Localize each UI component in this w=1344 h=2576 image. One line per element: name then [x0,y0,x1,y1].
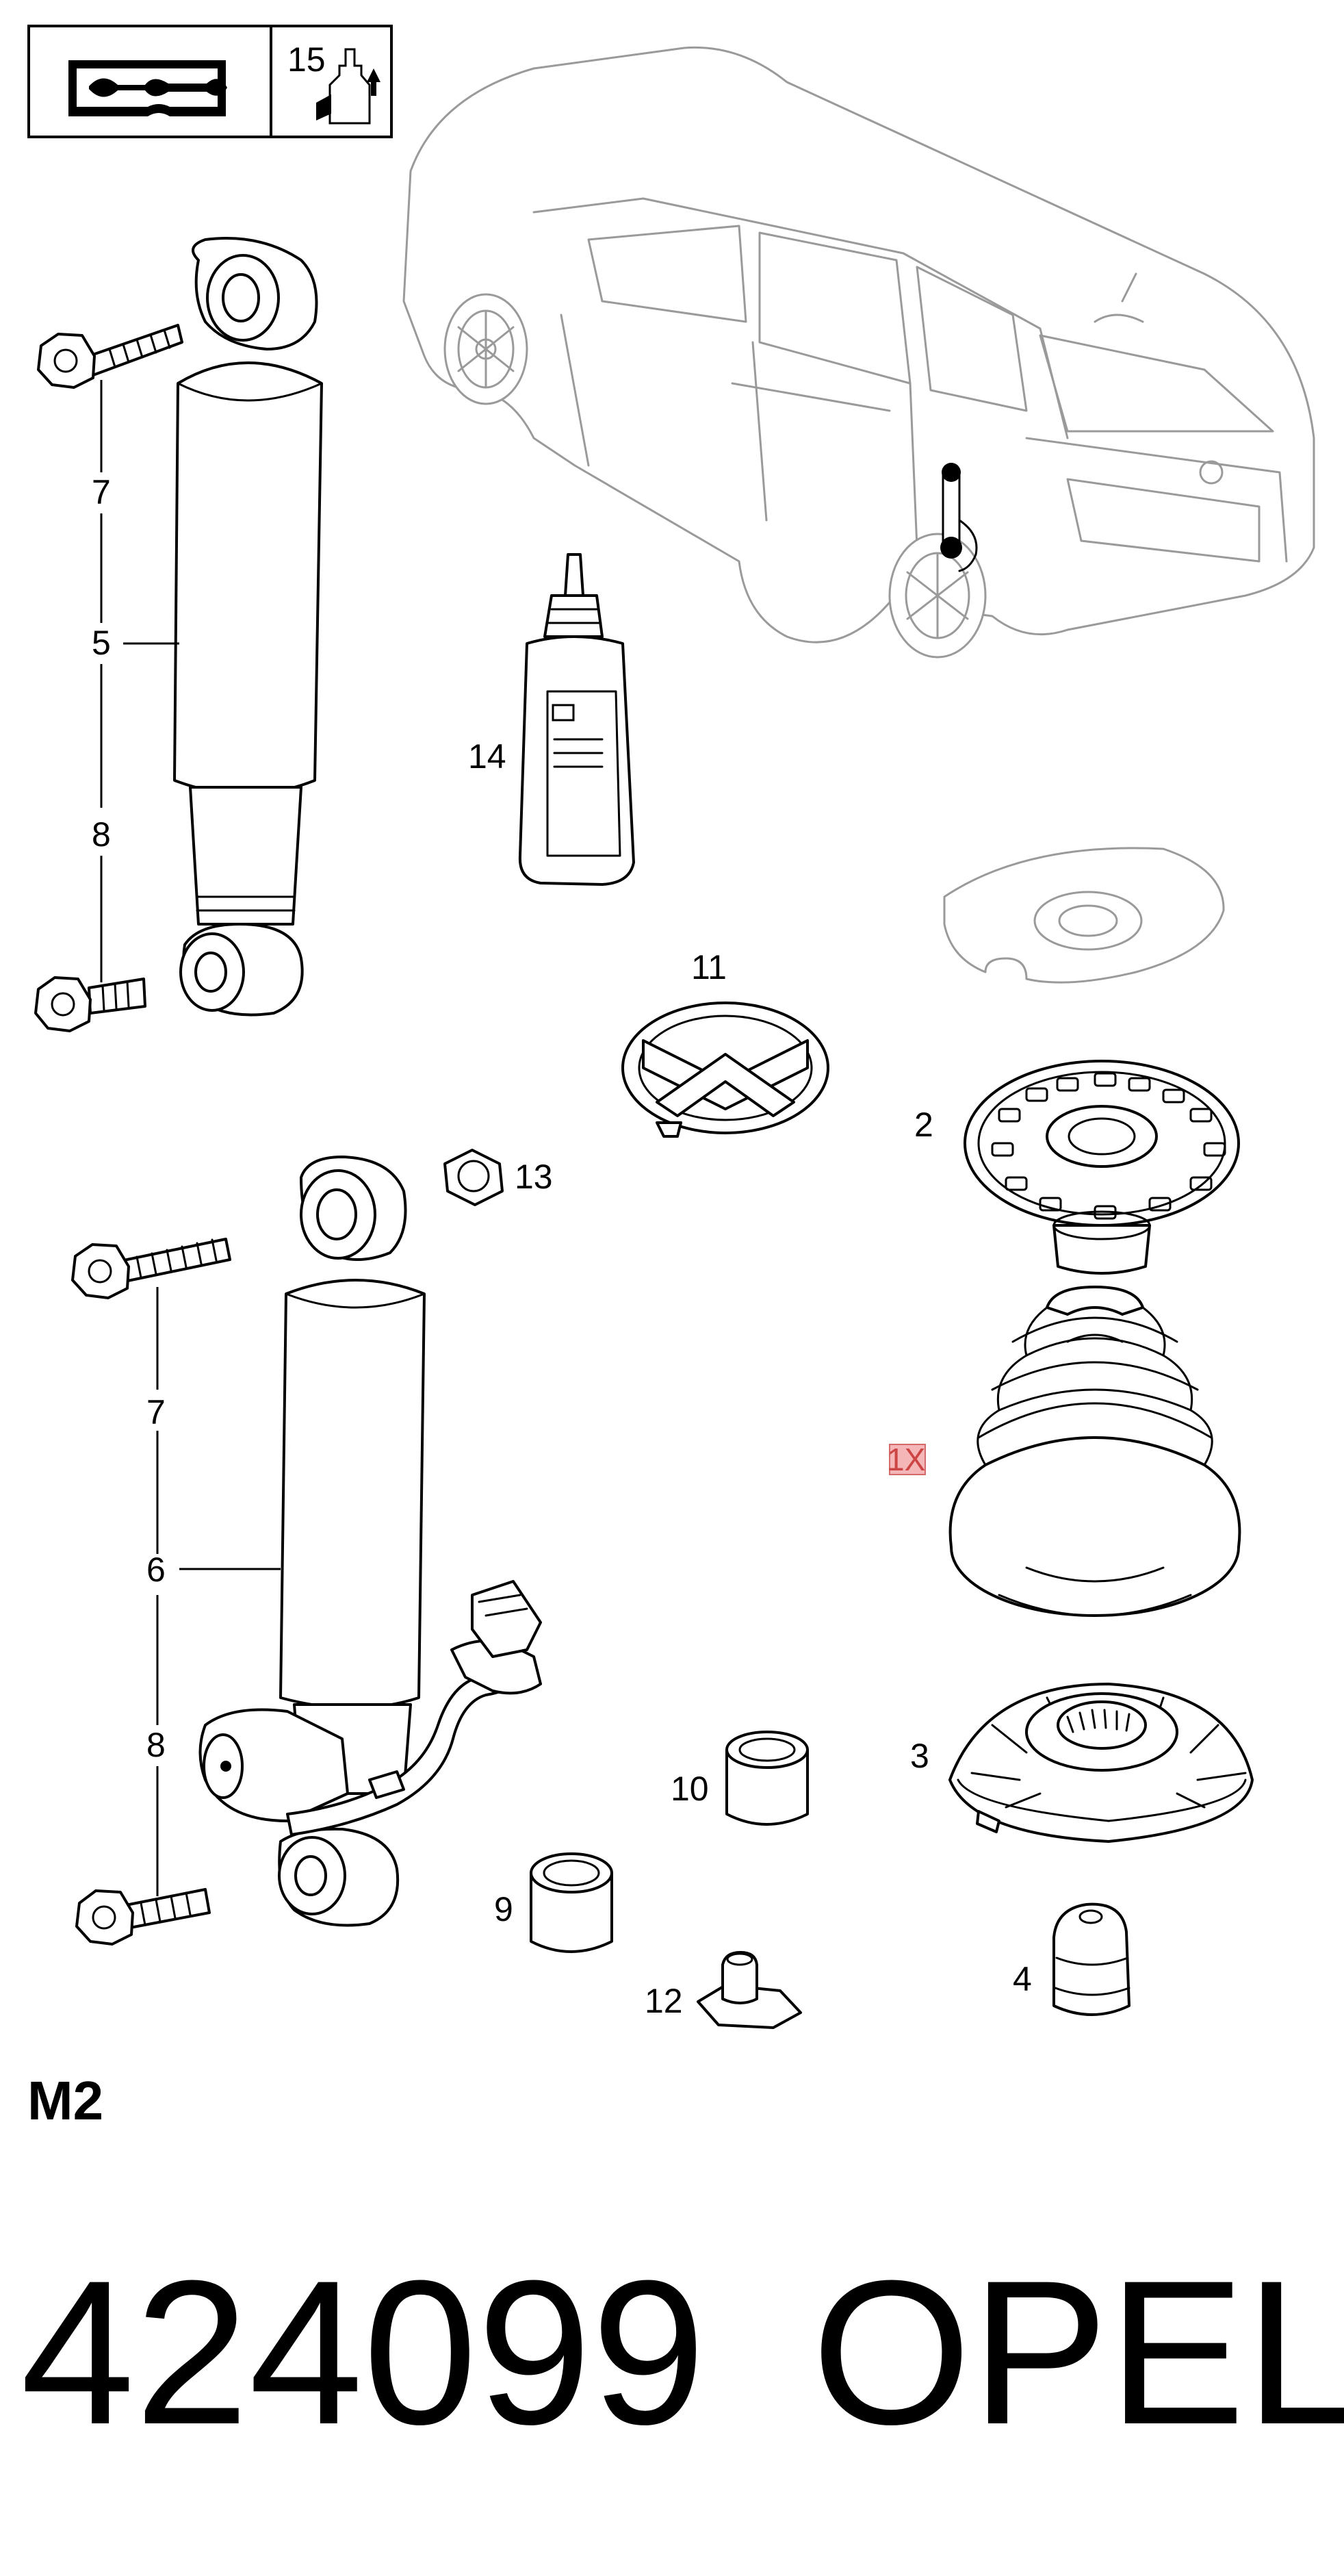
part-5-shock-absorber [173,237,323,1017]
part-3-lower-spring-seat [948,1683,1254,1843]
part-6-shock-absorber-sensor [198,1156,542,1927]
callout-15: 15 [287,40,326,79]
part-8-bolt-lower [75,1888,211,1946]
callout-1x: 1X [887,1442,925,1477]
part-13-nut [443,1149,504,1206]
callout-8-upper: 8 [92,815,111,854]
part-7-bolt-lower [71,1238,231,1299]
brand-name: OPEL [812,2237,1344,2467]
repair-manual-icon [68,60,227,116]
callout-9: 9 [494,1890,513,1928]
callout-11: 11 [691,948,727,986]
callout-12: 12 [645,1982,683,2020]
ghost-spring-plate [943,847,1225,984]
part-12-bracket [697,1951,802,2029]
vehicle-damper-location [940,463,978,572]
part-2-upper-spring-seat [964,1060,1240,1275]
callout-14: 14 [468,737,506,776]
callout-7-upper: 7 [92,473,111,511]
part-4-bump-stop [1052,1902,1130,2016]
callout-7-lower: 7 [146,1393,166,1431]
highlight-box [889,1444,926,1475]
lubricant-bottle-icon [316,48,380,125]
part-9-bush [530,1852,613,1953]
part-7-bolt-upper [37,324,183,389]
header-icon-box: 15 [27,25,393,138]
callout-2: 2 [914,1106,933,1144]
part-10-bush [725,1731,809,1826]
part-number: 424099 [21,2237,706,2467]
part-8-bolt-upper-set [34,976,146,1032]
callout-13: 13 [515,1158,553,1196]
part-1-coil-spring [948,1286,1241,1617]
part-14-lubricant-bottle [518,553,635,886]
callout-8-lower: 8 [146,1726,166,1764]
leader-lines-upper [100,380,179,982]
vehicle-ghost-drawing [402,46,1315,659]
callout-6: 6 [146,1551,166,1589]
callout-5: 5 [92,624,111,662]
leader-lines-lower [156,1287,281,1896]
callout-3: 3 [910,1737,929,1775]
section-label: M2 [27,2070,103,2131]
callout-4: 4 [1013,1960,1032,1998]
callout-10: 10 [671,1770,709,1808]
part-11-cover-cap [621,1002,829,1138]
